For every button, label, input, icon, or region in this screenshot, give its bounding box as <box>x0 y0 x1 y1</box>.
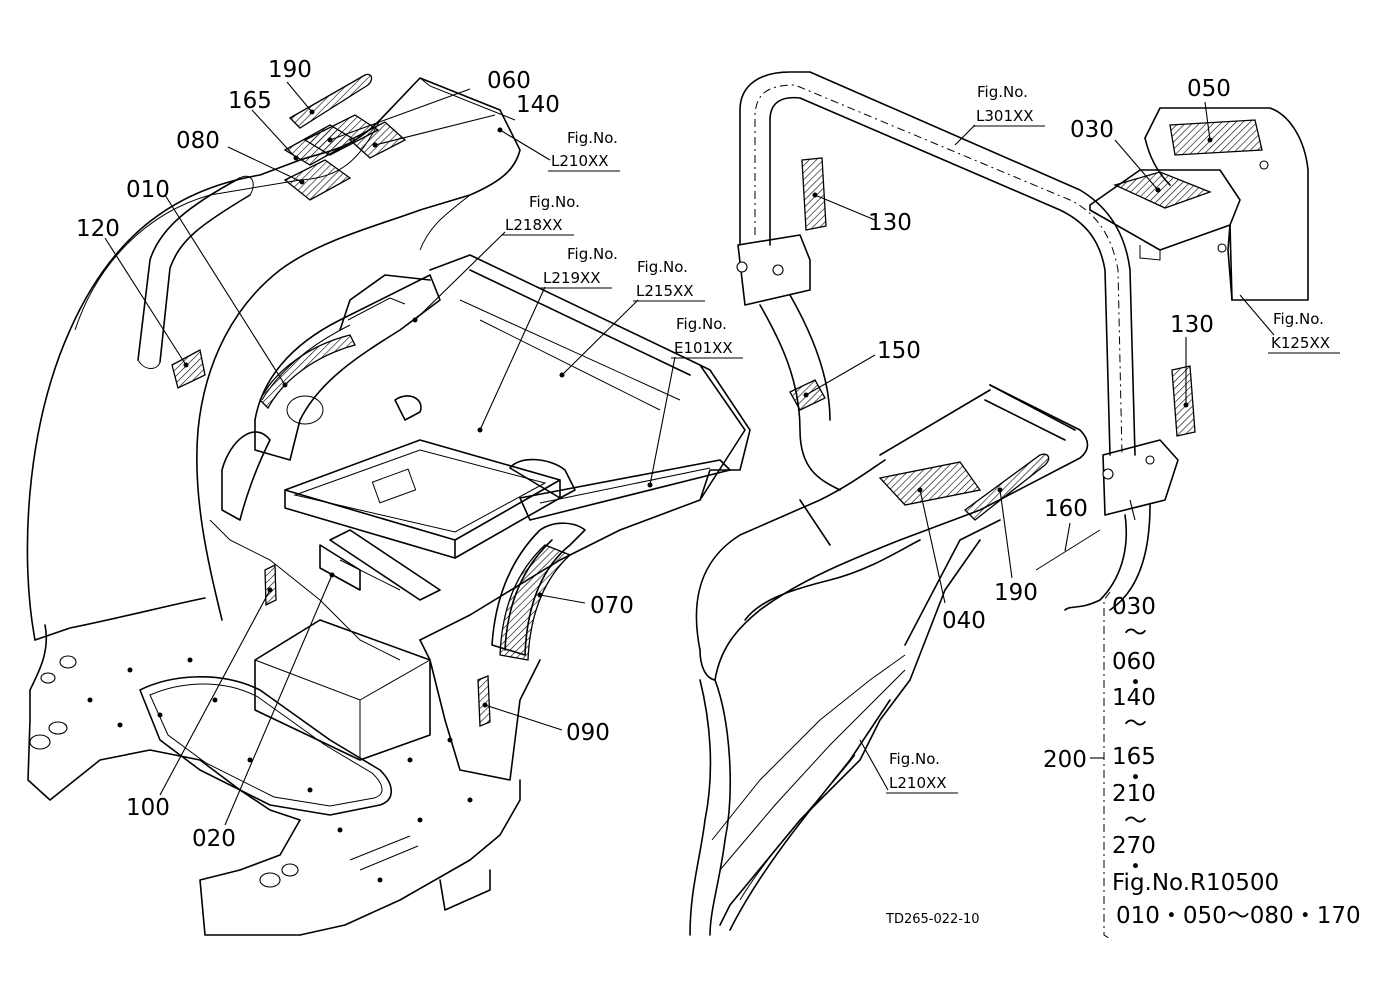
decal-190-top <box>288 73 373 129</box>
svg-text:060: 060 <box>1112 649 1156 675</box>
group-200-list: 030 ～ 060 ・ 140 ～ 165 ・ 210 ～ 270 ・ Fig.… <box>1112 594 1361 929</box>
leader-lines <box>104 81 1275 826</box>
svg-text:Fig.No.: Fig.No. <box>676 315 727 333</box>
callout-165: 165 <box>228 88 272 114</box>
floor-plate <box>27 619 521 936</box>
svg-text:L210XX: L210XX <box>551 152 609 170</box>
top-right-cover <box>1089 107 1309 301</box>
callout-030: 030 <box>1070 117 1114 143</box>
fig-ref-l301: Fig.No. L301XX <box>973 83 1045 127</box>
decal-160 <box>1035 529 1101 571</box>
callout-010: 010 <box>126 177 170 203</box>
group-200-fig-line: Fig.No.R10500 <box>1112 870 1279 896</box>
svg-text:L210XX: L210XX <box>889 774 947 792</box>
callout-070: 070 <box>590 593 634 619</box>
grab-handle <box>137 175 254 369</box>
seat-rail <box>319 459 731 601</box>
callout-080: 080 <box>176 128 220 154</box>
svg-text:L301XX: L301XX <box>976 107 1034 125</box>
svg-text:Fig.No.: Fig.No. <box>567 245 618 263</box>
callout-050: 050 <box>1187 76 1231 102</box>
fig-ref-l218: Fig.No. L218XX <box>502 193 580 236</box>
svg-text:・: ・ <box>1124 670 1147 696</box>
callout-040: 040 <box>942 608 986 634</box>
decal-140 <box>348 121 407 159</box>
svg-text:L218XX: L218XX <box>505 216 563 234</box>
callout-130-upper: 130 <box>868 210 912 236</box>
fig-ref-k125: Fig.No. K125XX <box>1268 310 1340 354</box>
decal-070 <box>499 544 572 661</box>
svg-text:Fig.No.: Fig.No. <box>637 258 688 276</box>
callout-100: 100 <box>126 795 170 821</box>
fig-ref-l210-bottom: Fig.No. L210XX <box>886 750 958 794</box>
leader-dots <box>183 109 1213 708</box>
callout-020: 020 <box>192 826 236 852</box>
callout-190-right: 190 <box>994 580 1038 606</box>
group-200-range-line: 010・050～080・170 <box>1116 903 1361 929</box>
group-200-bracket <box>1103 591 1113 941</box>
callout-130-lower: 130 <box>1170 312 1214 338</box>
svg-text:・: ・ <box>1124 854 1147 880</box>
callout-140: 140 <box>516 92 560 118</box>
decal-190-right <box>964 453 1050 521</box>
svg-text:Fig.No.: Fig.No. <box>1273 310 1324 328</box>
decals-left <box>171 73 572 727</box>
svg-text:～: ～ <box>1124 711 1147 737</box>
decal-090 <box>477 675 491 727</box>
svg-text:・: ・ <box>1124 765 1147 791</box>
callout-160: 160 <box>1044 496 1088 522</box>
svg-text:～: ～ <box>1124 808 1147 834</box>
svg-text:Fig.No.: Fig.No. <box>529 193 580 211</box>
seat-mount-plate <box>284 395 576 559</box>
fig-ref-e101: Fig.No. E101XX <box>671 315 743 359</box>
left-console <box>221 274 441 521</box>
decal-120 <box>171 349 206 389</box>
rops-bar <box>736 71 1179 516</box>
svg-text:E101XX: E101XX <box>674 339 733 357</box>
svg-text:210: 210 <box>1112 781 1156 807</box>
callout-150: 150 <box>877 338 921 364</box>
svg-text:K125XX: K125XX <box>1271 334 1330 352</box>
svg-text:Fig.No.: Fig.No. <box>977 83 1028 101</box>
fig-ref-l210-top: Fig.No. L210XX <box>548 129 620 172</box>
decals-right <box>789 119 1263 571</box>
callout-190-top: 190 <box>268 57 312 83</box>
svg-text:L215XX: L215XX <box>636 282 694 300</box>
callout-200: 200 <box>1043 747 1087 773</box>
svg-text:～: ～ <box>1124 620 1147 646</box>
left-fender <box>26 77 521 641</box>
decal-030 <box>1113 171 1212 209</box>
callout-090: 090 <box>566 720 610 746</box>
svg-text:140: 140 <box>1112 685 1156 711</box>
fig-ref-l215: Fig.No. L215XX <box>633 258 705 302</box>
svg-text:270: 270 <box>1112 833 1156 859</box>
decal-100 <box>264 563 277 607</box>
svg-text:165: 165 <box>1112 744 1156 770</box>
decal-040 <box>878 461 982 506</box>
svg-text:Fig.No.: Fig.No. <box>889 750 940 768</box>
decal-130-lower <box>1171 365 1196 437</box>
callout-numbers: 190 165 060 140 080 010 120 100 020 070 … <box>76 57 1231 852</box>
decal-050 <box>1169 119 1263 156</box>
svg-text:Fig.No.: Fig.No. <box>567 129 618 147</box>
callout-060: 060 <box>487 68 531 94</box>
decal-010 <box>259 334 356 410</box>
svg-text:L219XX: L219XX <box>543 269 601 287</box>
decal-080 <box>283 159 352 201</box>
callout-120: 120 <box>76 216 120 242</box>
right-fender <box>689 384 1089 936</box>
rops-lower-leg <box>759 294 1151 611</box>
svg-text:030: 030 <box>1112 594 1156 620</box>
drawing-code: TD265-022-10 <box>885 912 980 927</box>
fig-ref-l219: Fig.No. L219XX <box>540 245 618 289</box>
